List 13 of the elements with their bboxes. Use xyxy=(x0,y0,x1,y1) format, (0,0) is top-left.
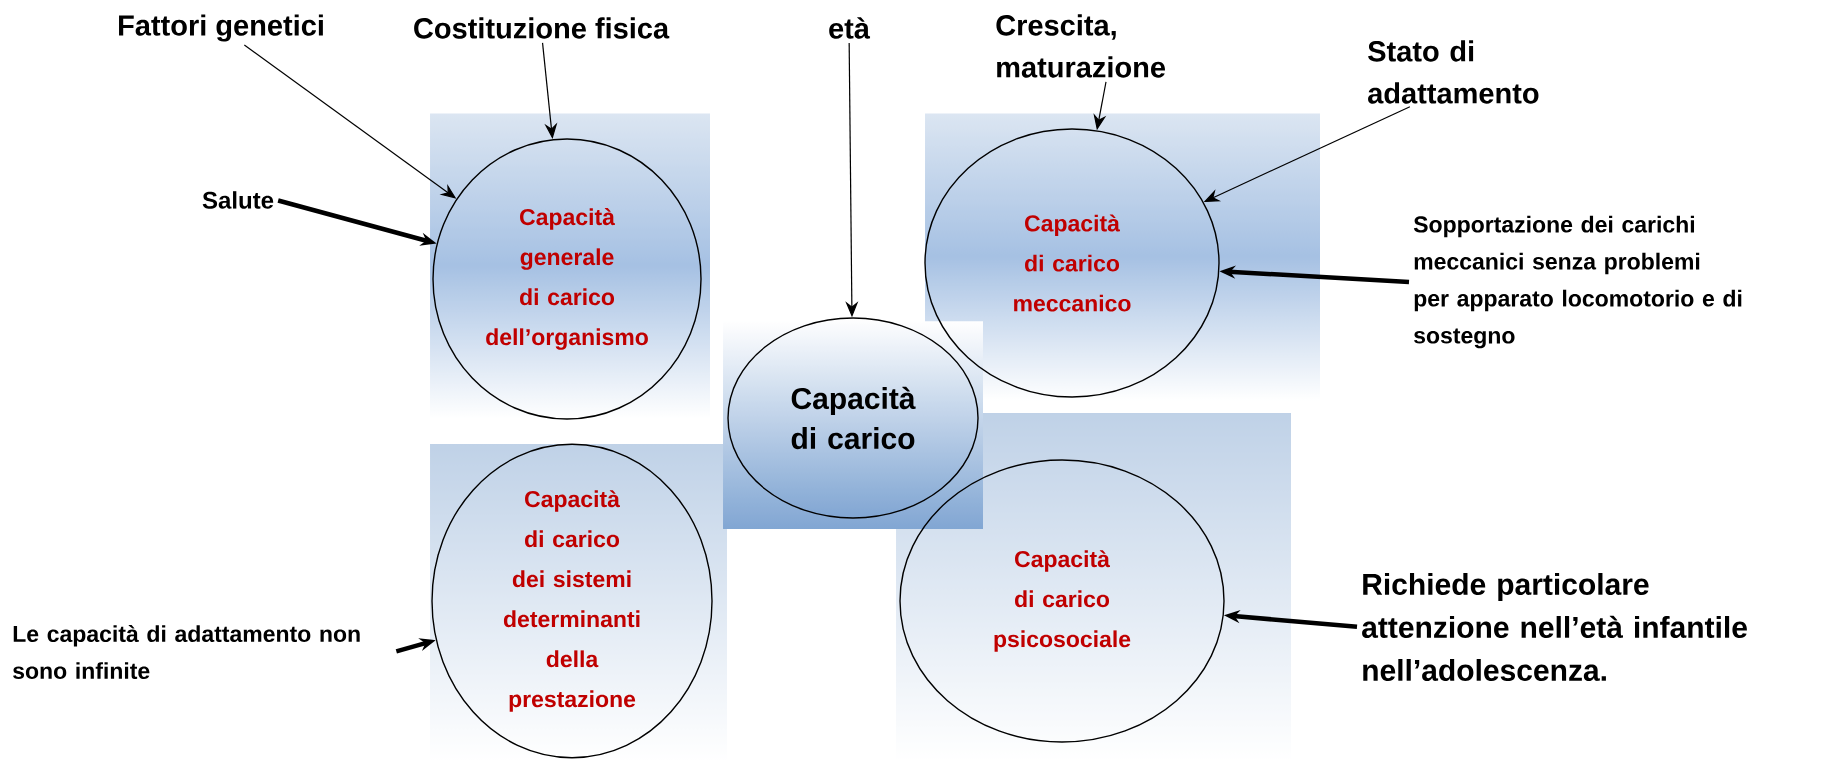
ellipse-node: Capacità di carico meccanico xyxy=(924,128,1220,398)
note-text: Le capacità di adattamento non sono infinite xyxy=(13,624,360,680)
note-text: Sopportazione dei carichi meccanici senza problemi per apparato locomotorio e di sostegno xyxy=(1413,215,1742,349)
factor-label: Salute xyxy=(202,191,274,209)
factor-label: Fattori genetici xyxy=(119,14,323,42)
ellipse-node: Capacità generale di carico dell’organismo xyxy=(432,138,702,420)
ellipse-node: Capacità di carico dei sistemi determinanti della prestazione xyxy=(431,443,713,759)
factor-label: Costituzione fisica xyxy=(414,17,670,39)
factor-label: Stato di adattamento xyxy=(1368,40,1539,104)
ellipse-node: Capacità di carico psicosociale xyxy=(899,459,1225,743)
factor-label: età xyxy=(829,17,871,39)
factor-label: Crescita, maturazione xyxy=(996,14,1166,78)
note-text: Richiede particolare attenzione nell’età infantile nell’adolescenza. xyxy=(1362,573,1747,681)
